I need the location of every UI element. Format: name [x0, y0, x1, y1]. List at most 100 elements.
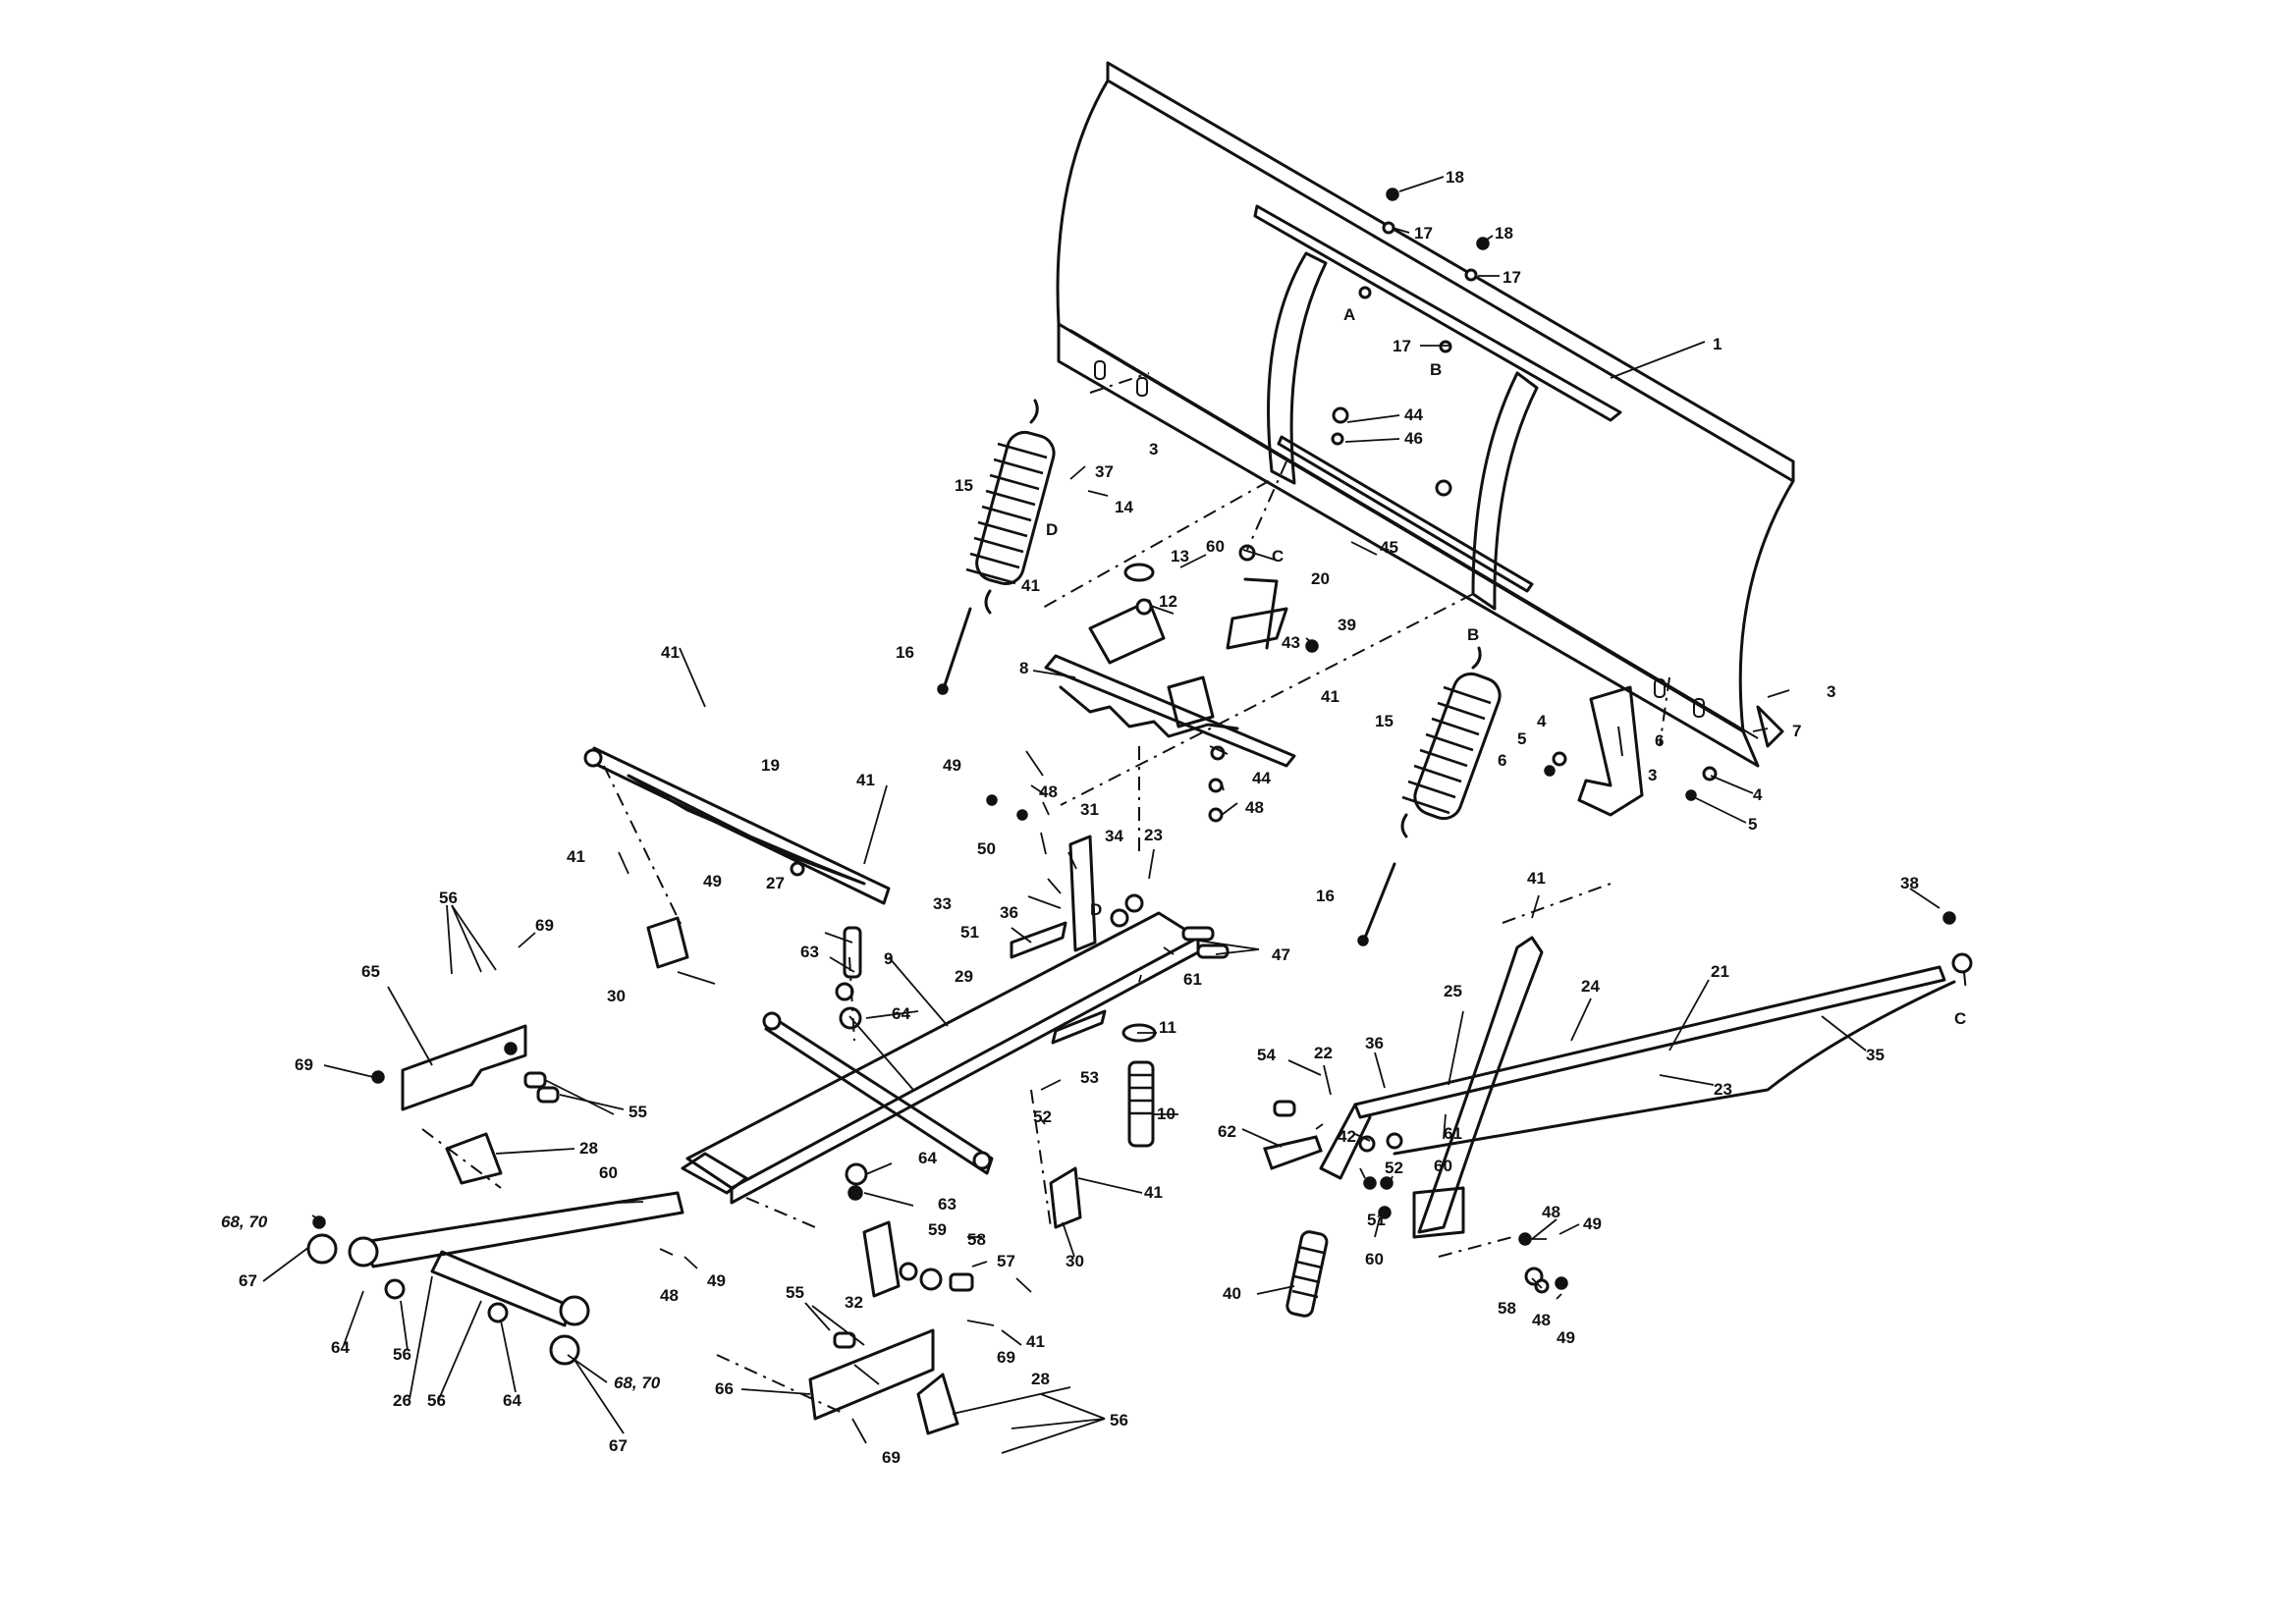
callout-63: 63 [800, 943, 819, 961]
callout-23: 23 [1144, 826, 1163, 844]
foot-pedal [1263, 1135, 1323, 1170]
callout-49: 49 [1557, 1328, 1575, 1347]
callout-4: 4 [1753, 785, 1763, 804]
callout-26: 26 [393, 1391, 411, 1410]
plate-28a [445, 1132, 503, 1185]
callout-22: 22 [1314, 1044, 1333, 1062]
letter-B: B [1467, 625, 1479, 644]
callout-49: 49 [703, 872, 722, 890]
callout-41: 41 [1321, 687, 1339, 706]
callout-13: 13 [1171, 547, 1189, 566]
clevis-30a [646, 916, 689, 969]
spring-right [1400, 646, 1502, 838]
callout-3: 3 [1149, 440, 1158, 458]
callout-15: 15 [1375, 712, 1394, 730]
callout-15: 15 [955, 476, 973, 495]
callout-64: 64 [892, 1004, 910, 1023]
callout-34: 34 [1105, 827, 1123, 845]
bracket-31 [1068, 835, 1097, 952]
callout-48: 48 [1245, 798, 1264, 817]
callout-19: 19 [761, 756, 780, 775]
callout-59: 59 [928, 1220, 947, 1239]
callout-29: 29 [955, 967, 973, 986]
callout-10: 10 [1157, 1105, 1175, 1123]
callout-31: 31 [1080, 800, 1099, 819]
callout-16: 16 [896, 643, 914, 662]
pivot-frame [1044, 577, 1296, 768]
callout-18: 18 [1495, 224, 1513, 243]
letter-D: D [1046, 520, 1058, 539]
skid-shoe [1577, 685, 1644, 817]
callout-61: 61 [1444, 1124, 1462, 1143]
spring-left [965, 399, 1056, 615]
callout-47: 47 [1272, 945, 1290, 964]
callout-9: 9 [884, 949, 893, 968]
callout-61: 61 [1183, 970, 1202, 989]
letter-C: C [1272, 547, 1284, 566]
callout-41: 41 [1021, 576, 1040, 595]
callout-48: 48 [1542, 1203, 1560, 1221]
callout-58: 58 [1498, 1299, 1516, 1318]
callout-60: 60 [599, 1163, 618, 1182]
push-frame [681, 911, 1200, 1205]
callout-58: 58 [967, 1230, 986, 1249]
callout-60: 60 [1365, 1250, 1384, 1268]
callout-12: 12 [1159, 592, 1177, 611]
callout-1: 1 [1713, 335, 1722, 353]
callout-51: 51 [1367, 1211, 1386, 1229]
callout-11: 11 [1159, 1018, 1176, 1037]
hardware [306, 188, 1956, 1366]
callout-56: 56 [439, 889, 458, 907]
callout-55: 55 [786, 1283, 804, 1302]
pivot-bar [348, 1191, 684, 1327]
callout-56: 56 [427, 1391, 446, 1410]
letter-C: C [1954, 1009, 1966, 1028]
callout-41: 41 [1144, 1183, 1163, 1202]
callout-49: 49 [1583, 1214, 1602, 1233]
lift-lever-assembly [1319, 936, 1973, 1239]
callout-25: 25 [1444, 982, 1462, 1000]
plate-65 [401, 1024, 527, 1111]
callout-23: 23 [1714, 1080, 1732, 1099]
callout-3: 3 [1648, 766, 1657, 784]
callout-24: 24 [1581, 977, 1600, 996]
letter-D: D [1090, 900, 1102, 919]
callout-17: 17 [1503, 268, 1521, 287]
callout-labels: 1 18 18 17 17 17 A B 44 46 45 3 3 3 7 4 … [221, 168, 1966, 1467]
callout-48: 48 [1039, 782, 1058, 801]
callout-60: 60 [1206, 537, 1225, 556]
alignment-lines [421, 372, 1967, 1415]
callout-27: 27 [766, 874, 785, 892]
callout-69: 69 [997, 1348, 1015, 1367]
plow-blade [1056, 61, 1795, 768]
callout-51: 51 [960, 923, 979, 942]
callout-28: 28 [579, 1139, 598, 1158]
callout-21: 21 [1711, 962, 1729, 981]
bolt-10 [1127, 1060, 1155, 1148]
callout-36: 36 [1365, 1034, 1384, 1052]
callout-54: 54 [1257, 1046, 1276, 1064]
plate-32 [862, 1220, 901, 1298]
letter-B: B [1430, 360, 1442, 379]
callout-16: 16 [1316, 887, 1335, 905]
plate-28b [916, 1373, 959, 1435]
callout-66: 66 [715, 1379, 734, 1398]
handle-grip [1285, 1230, 1329, 1318]
callout-68-70: 68, 70 [614, 1374, 661, 1392]
callout-32: 32 [845, 1293, 863, 1312]
callout-30: 30 [607, 987, 626, 1005]
callout-57: 57 [997, 1252, 1015, 1270]
eye-bolt-right [1363, 862, 1396, 940]
callout-64: 64 [918, 1149, 937, 1167]
callout-14: 14 [1115, 498, 1133, 516]
callout-67: 67 [609, 1436, 628, 1455]
callout-50: 50 [977, 839, 996, 858]
callout-41: 41 [661, 643, 680, 662]
callout-48: 48 [1532, 1311, 1551, 1329]
letter-A: A [1343, 305, 1355, 324]
callout-53: 53 [1080, 1068, 1099, 1087]
callout-7: 7 [1792, 722, 1801, 740]
callout-67: 67 [239, 1271, 257, 1290]
callout-17: 17 [1414, 224, 1433, 243]
